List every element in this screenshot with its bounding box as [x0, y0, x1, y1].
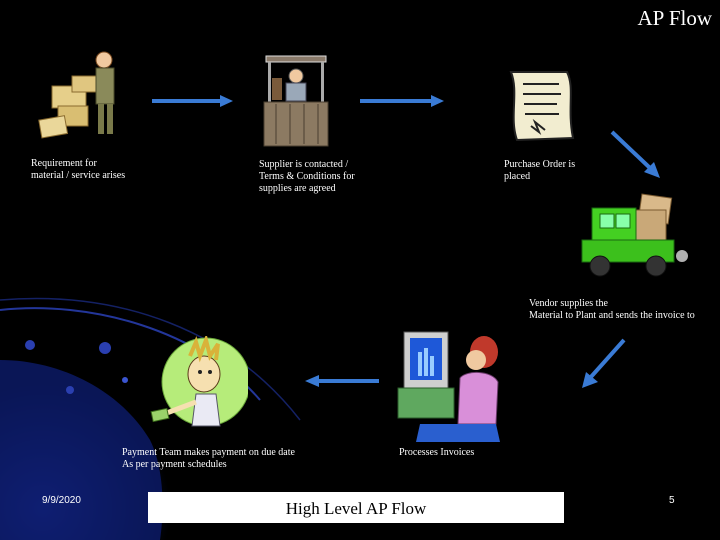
step-supplier-label: Supplier is contacted / Terms & Conditio…	[259, 159, 355, 194]
slide-title: AP Flow	[637, 6, 713, 30]
footer-title: High Level AP Flow	[148, 492, 564, 523]
step-purchase-order-label: Purchase Order is placed	[504, 159, 576, 182]
step-requirement-label: Requirement for material / service arise…	[31, 158, 126, 181]
flow-arrow-1	[152, 95, 233, 107]
step-delivery-label: Vendor supplies the Material to Plant an…	[529, 298, 695, 321]
document-scroll-icon	[509, 71, 575, 142]
slide-page-number: 5	[669, 495, 675, 506]
flow-arrow-3	[610, 130, 660, 178]
flow-arrow-2	[360, 95, 444, 107]
vendor-booth-icon	[263, 55, 329, 147]
flow-arrow-5	[305, 375, 379, 387]
delivery-truck-icon	[581, 193, 688, 277]
step-invoice-label: Processes Invoices	[399, 447, 475, 458]
flow-arrow-4	[582, 338, 626, 388]
person-at-computer-icon	[397, 331, 500, 442]
worker-with-boxes-icon	[38, 51, 115, 139]
step-payment-label: Payment Team makes payment on due date A…	[122, 447, 295, 470]
slide-date: 9/9/2020	[42, 495, 81, 506]
man-handing-cash-icon	[150, 336, 248, 427]
